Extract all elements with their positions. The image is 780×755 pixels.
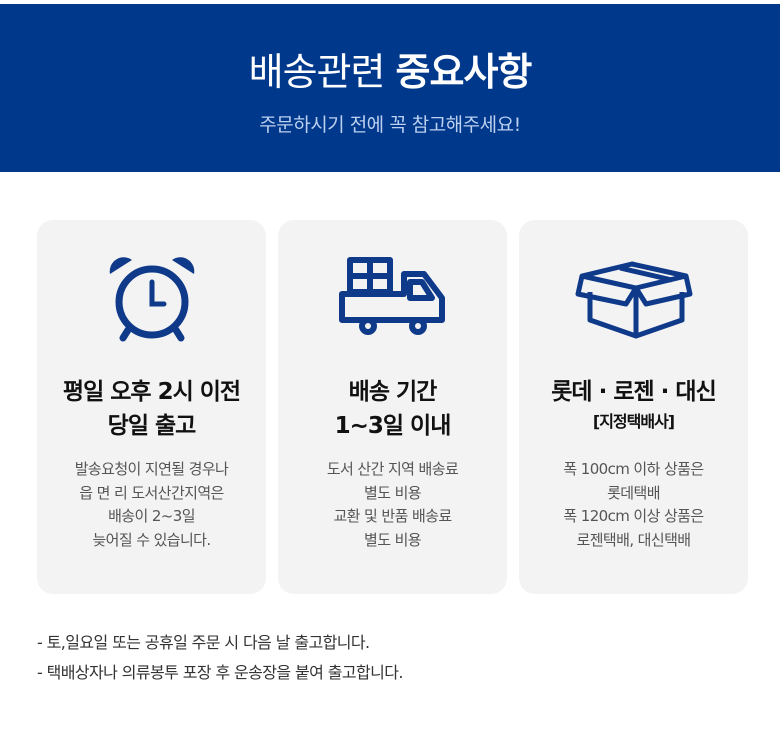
card-delivery-period: 배송 기간 1~3일 이내 도서 산간 지역 배송료 별도 비용 교환 및 반품… bbox=[278, 220, 507, 594]
card-title-line: [지정택배사] bbox=[592, 412, 675, 431]
alarm-clock-icon bbox=[37, 254, 266, 344]
shipping-notes: - 토,일요일 또는 공휴일 주문 시 다음 날 출고합니다. - 택배상자나 … bbox=[37, 628, 403, 688]
page-title: 배송관련 중요사항 bbox=[0, 48, 780, 96]
title-thin: 배송관련 bbox=[248, 50, 386, 94]
info-cards: 평일 오후 2시 이전 당일 출고 발송요청이 지연될 경우나 읍 면 리 도서… bbox=[37, 220, 748, 594]
note-item: - 택배상자나 의류봉투 포장 후 운송장을 붙여 출고합니다. bbox=[37, 663, 403, 682]
card-description: 발송요청이 지연될 경우나 읍 면 리 도서산간지역은 배송이 2~3일 늦어질… bbox=[37, 458, 266, 552]
card-title: 배송 기간 1~3일 이내 bbox=[278, 375, 507, 443]
card-same-day-shipping: 평일 오후 2시 이전 당일 출고 발송요청이 지연될 경우나 읍 면 리 도서… bbox=[37, 220, 266, 594]
card-desc-line: 도서 산간 지역 배송료 bbox=[326, 460, 459, 478]
card-title-line: 롯데 · 로젠 · 대신 bbox=[551, 379, 716, 405]
card-desc-line: 폭 120cm 이상 상품은 bbox=[563, 507, 704, 525]
delivery-truck-icon bbox=[278, 254, 507, 344]
card-title: 평일 오후 2시 이전 당일 출고 bbox=[37, 375, 266, 443]
card-desc-line: 로젠택배, 대신택배 bbox=[576, 530, 692, 549]
page-subtitle: 주문하시기 전에 꼭 참고해주세요! bbox=[259, 114, 521, 136]
card-description: 도서 산간 지역 배송료 별도 비용 교환 및 반품 배송료 별도 비용 bbox=[278, 458, 507, 552]
card-courier-companies: 롯데 · 로젠 · 대신 [지정택배사] 폭 100cm 이하 상품은 롯데택배… bbox=[519, 220, 748, 594]
header-banner: 배송관련 중요사항 주문하시기 전에 꼭 참고해주세요! bbox=[0, 4, 780, 172]
card-desc-line: 별도 비용 bbox=[364, 483, 422, 502]
card-desc-line: 폭 100cm 이하 상품은 bbox=[563, 460, 704, 478]
card-title-line: 배송 기간 bbox=[348, 379, 438, 405]
card-desc-line: 롯데택배 bbox=[607, 483, 660, 502]
card-desc-line: 교환 및 반품 배송료 bbox=[333, 507, 452, 525]
card-title: 롯데 · 로젠 · 대신 [지정택배사] bbox=[519, 375, 748, 435]
card-desc-line: 늦어질 수 있습니다. bbox=[92, 530, 211, 549]
card-title-line: 평일 오후 2시 이전 bbox=[62, 379, 241, 405]
card-desc-line: 발송요청이 지연될 경우나 bbox=[74, 460, 229, 478]
card-title-line: 당일 출고 bbox=[107, 413, 197, 439]
card-desc-line: 배송이 2~3일 bbox=[108, 507, 195, 525]
title-bold: 중요사항 bbox=[395, 50, 533, 94]
open-box-icon bbox=[519, 254, 748, 344]
card-description: 폭 100cm 이하 상품은 롯데택배 폭 120cm 이상 상품은 로젠택배,… bbox=[519, 458, 748, 552]
card-desc-line: 읍 면 리 도서산간지역은 bbox=[79, 483, 224, 502]
card-desc-line: 별도 비용 bbox=[364, 530, 422, 549]
card-title-line: 1~3일 이내 bbox=[334, 413, 452, 439]
note-item: - 토,일요일 또는 공휴일 주문 시 다음 날 출고합니다. bbox=[37, 633, 370, 652]
